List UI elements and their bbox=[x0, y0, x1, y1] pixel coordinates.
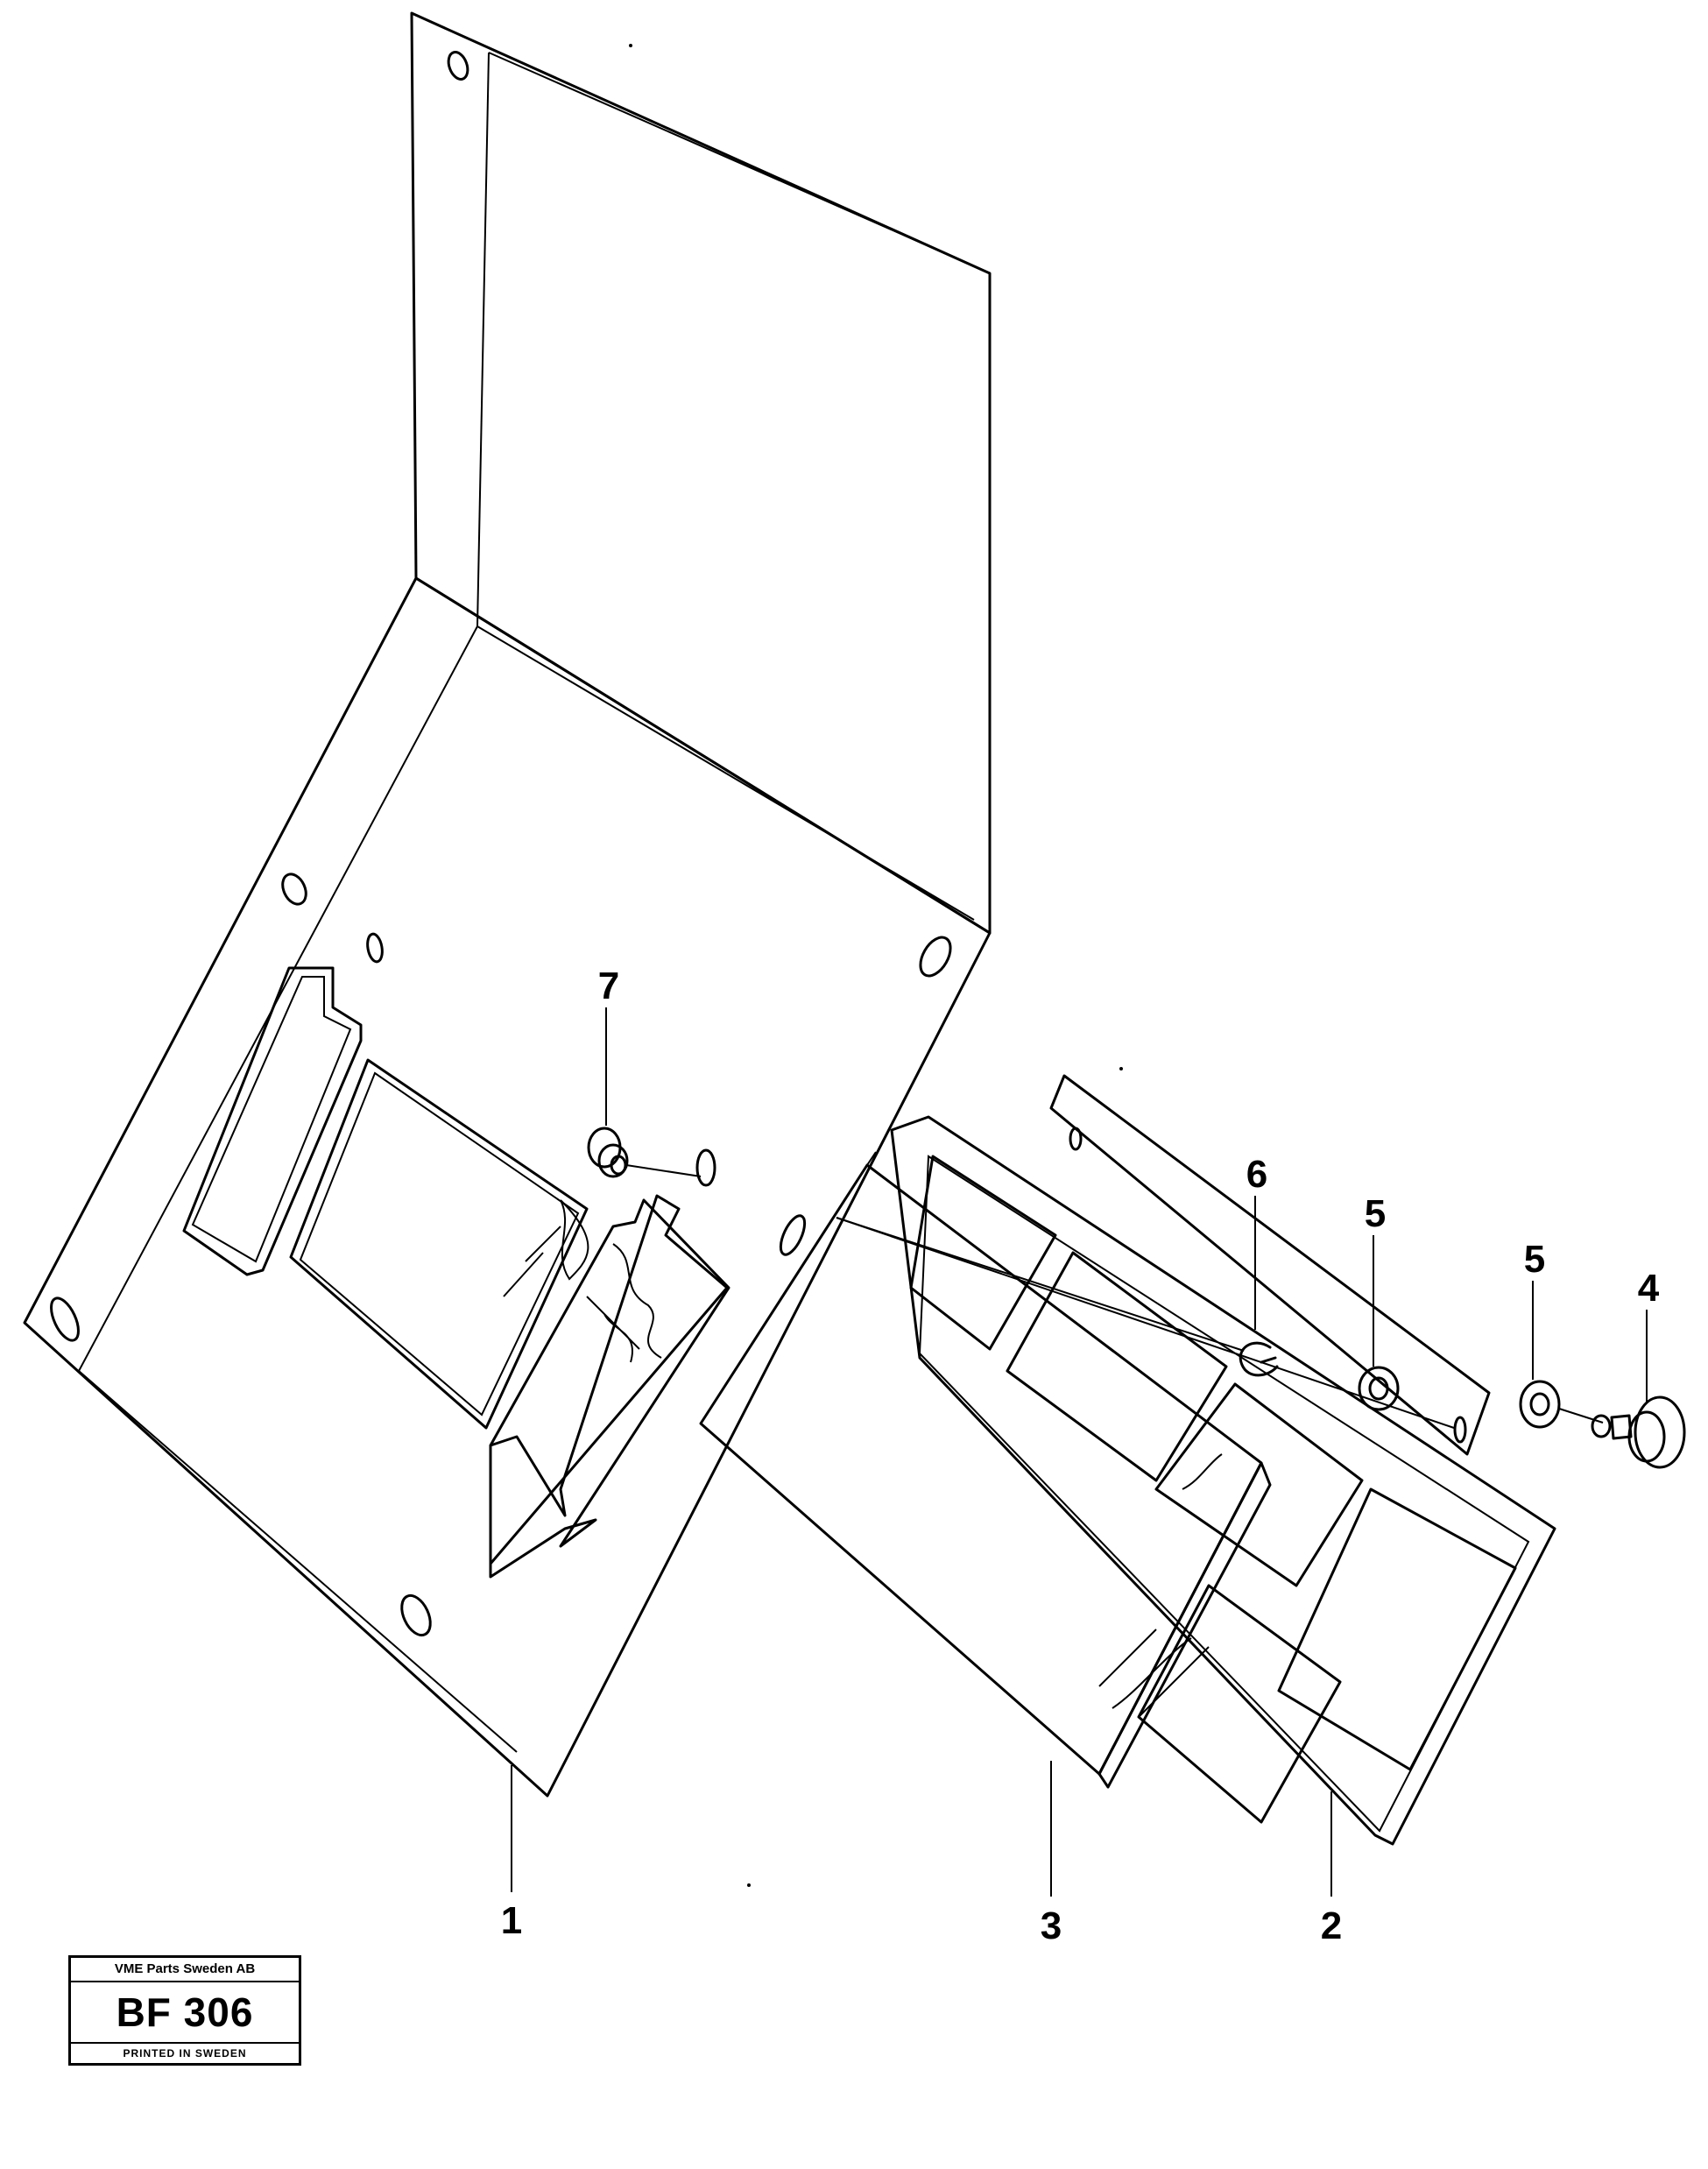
callout-2: 2 bbox=[1321, 1904, 1342, 1947]
title-block-code: BF 306 bbox=[116, 1989, 254, 2035]
part-1-cover-plate bbox=[23, 11, 992, 1798]
axis-line-knob bbox=[1558, 1408, 1604, 1424]
callout-1: 1 bbox=[501, 1899, 522, 1942]
title-block-company: VME Parts Sweden AB bbox=[71, 1958, 299, 1982]
callout-5-a: 5 bbox=[1365, 1192, 1386, 1235]
callout-5-b: 5 bbox=[1524, 1238, 1545, 1281]
part-3-insert-pad bbox=[699, 1151, 1272, 1789]
part-6-retaining-clip bbox=[1239, 1341, 1279, 1377]
title-block: VME Parts Sweden AB BF 306 PRINTED IN SW… bbox=[68, 1955, 301, 2066]
stray-dot bbox=[747, 1883, 751, 1887]
stray-dot bbox=[1119, 1067, 1123, 1070]
hole-frame bbox=[1453, 1416, 1467, 1444]
part-2-frame bbox=[890, 1074, 1556, 1846]
part-7-screw bbox=[587, 1127, 716, 1187]
part-5-washer-b bbox=[1519, 1380, 1561, 1429]
axis-line-upper bbox=[836, 1217, 1455, 1429]
stray-dot bbox=[629, 44, 632, 47]
callout-7: 7 bbox=[598, 964, 619, 1007]
part-4-knob bbox=[1591, 1395, 1686, 1469]
axis-line-lower bbox=[836, 1217, 1245, 1352]
title-block-printed: PRINTED IN SWEDEN bbox=[71, 2042, 299, 2063]
callout-4: 4 bbox=[1638, 1267, 1660, 1310]
part-5-washer-a bbox=[1358, 1366, 1400, 1411]
callout-6: 6 bbox=[1246, 1153, 1267, 1196]
callout-3: 3 bbox=[1041, 1904, 1062, 1947]
